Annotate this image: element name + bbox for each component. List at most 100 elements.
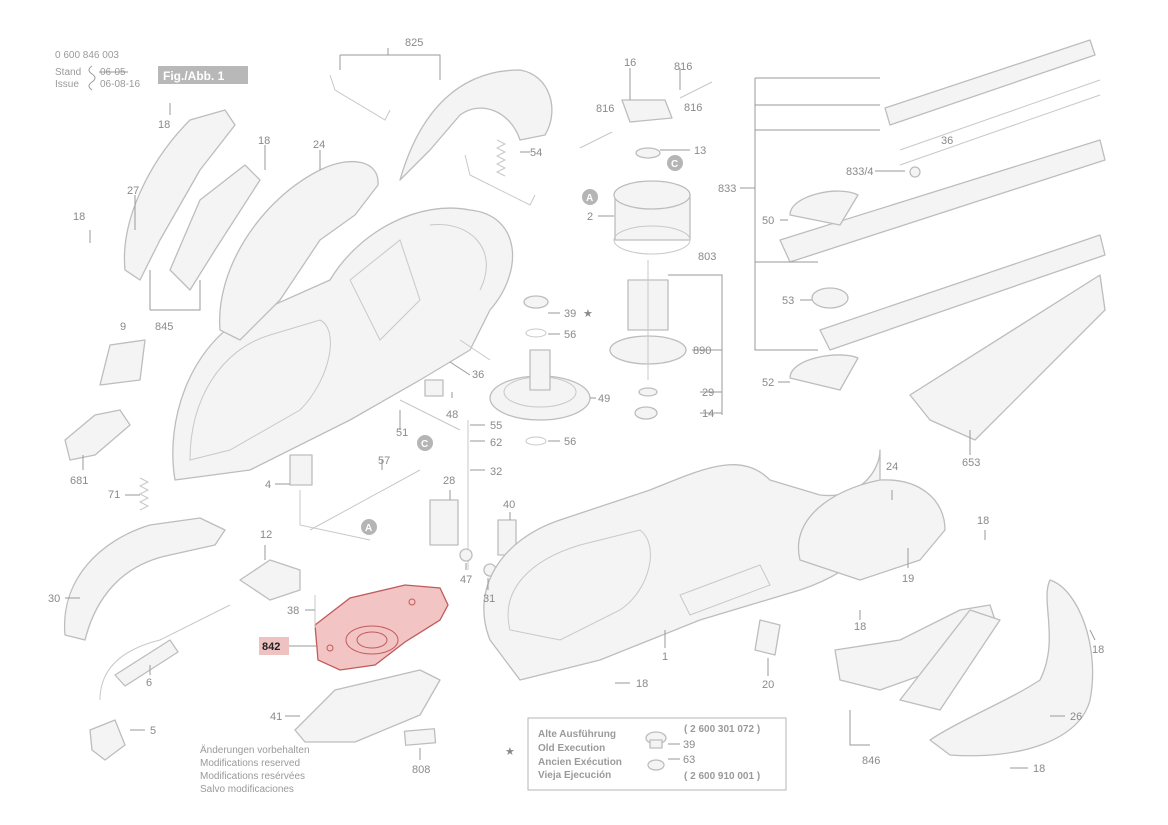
part-label: 18 [977, 515, 989, 527]
part-label: 29 [702, 387, 714, 399]
part-label: 2 [587, 211, 593, 223]
part-label: 803 [698, 251, 716, 263]
part-label: 19 [902, 573, 914, 585]
part-label: 18 [636, 678, 648, 690]
part-label: 24 [886, 461, 898, 473]
part-labels: 825 16 816 816 816 13 54 24 18 18 27 18 … [48, 37, 1104, 776]
header: 0 600 846 003 Stand Issue 06-05 06-08-16… [55, 50, 248, 91]
washer-56-lower [525, 436, 547, 446]
part-label: 681 [70, 475, 88, 487]
washer-29 [638, 387, 658, 397]
part-label: 846 [862, 755, 880, 767]
part-label: 833 [718, 183, 736, 195]
part-label: 18 [854, 621, 866, 633]
clip-846 [899, 609, 1001, 711]
part-label: 62 [490, 437, 502, 449]
legend-box: ★ Alte Ausführung Old Execution Ancien E… [505, 717, 787, 791]
brush-816-right [679, 81, 713, 99]
part-label: 31 [483, 593, 495, 605]
fig-label: Fig./Abb. 1 [163, 69, 225, 83]
part-48 [424, 379, 444, 397]
legend-bushing-new-icon [647, 759, 665, 771]
marker-circle-c [667, 155, 683, 171]
reference-markers: A C C A [361, 155, 683, 535]
part-label: 52 [762, 377, 774, 389]
gear-49 [489, 349, 591, 421]
rod-51 [399, 399, 461, 431]
doc-number: 0 600 846 003 [55, 50, 119, 61]
cover-screw-hole [408, 598, 416, 606]
part-label: 14 [702, 408, 714, 420]
part-label: 5 [150, 725, 156, 737]
field-coil-2 [613, 180, 691, 255]
part-label: 816 [596, 103, 614, 115]
part-label: 890 [693, 345, 711, 357]
legend-line: Vieja Ejecución [538, 770, 611, 781]
highlighted-part-842: 842 [259, 584, 449, 671]
grip-27 [123, 109, 261, 291]
issue-date: 06-08-16 [100, 79, 140, 90]
part-label: 36 [941, 135, 953, 147]
part-label: 27 [127, 185, 139, 197]
part-label: 4 [265, 479, 271, 491]
cover-ring-outer [345, 625, 399, 655]
label-20 [754, 619, 781, 656]
footer-notes: Änderungen vorbehalten Modifications res… [200, 744, 310, 795]
part-label: 6 [146, 677, 152, 689]
handle-825 [329, 69, 553, 206]
part-label: 9 [120, 321, 126, 333]
part-label: 18 [1092, 644, 1104, 656]
spring-54 [495, 139, 507, 177]
legend-frame [527, 717, 787, 791]
spring-71 [138, 477, 150, 511]
marker-c: C [421, 439, 428, 450]
rod-57 [309, 469, 421, 531]
footer-note: Modifications resérvées [200, 771, 305, 782]
label-plate-9 [99, 339, 146, 386]
armature-890 [609, 260, 687, 380]
part-label: 845 [155, 321, 173, 333]
part-label: 32 [490, 466, 502, 478]
label-808 [403, 728, 437, 746]
bearing-13 [635, 147, 661, 159]
part-label: 57 [378, 455, 390, 467]
part-label: 48 [446, 409, 458, 421]
part-label: 20 [762, 679, 774, 691]
bracket-28 [429, 499, 459, 546]
marker-circle-a [582, 189, 598, 205]
marker-circle-a [361, 519, 377, 535]
blade-guard-653 [909, 274, 1106, 441]
part-label: 38 [287, 605, 299, 617]
part-label: 55 [490, 420, 502, 432]
part-label: 18 [1033, 763, 1045, 775]
brace-mark [88, 65, 96, 91]
plate-52 [789, 354, 859, 391]
legend-code-new: ( 2 600 910 001 ) [684, 771, 760, 782]
legend-part: 63 [683, 754, 695, 766]
part-47 [459, 548, 473, 562]
pin-36 [459, 339, 491, 361]
footer-note: Salvo modificaciones [200, 784, 294, 795]
marker-c: C [671, 159, 678, 170]
part-label: 39 [564, 308, 576, 320]
cable-6 [99, 604, 231, 701]
legend-star: ★ [505, 746, 515, 758]
part-label: 28 [443, 475, 455, 487]
legend-line: Ancien Exécution [538, 757, 622, 768]
grip-30 [63, 517, 226, 641]
leader-lines [65, 48, 1096, 769]
legend-part: 39 [683, 739, 695, 751]
switch-4 [289, 454, 313, 486]
part-label: 56 [564, 436, 576, 448]
washer-56-upper [525, 328, 547, 338]
part-label: 16 [624, 57, 636, 69]
part-label: 816 [674, 61, 692, 73]
wire-4 [299, 490, 371, 541]
star-mark: ★ [583, 308, 593, 320]
bearing-14 [634, 406, 658, 420]
ring-53 [811, 287, 849, 309]
marker-circle-c [417, 435, 433, 451]
part-label: 50 [762, 215, 774, 227]
cover-screw-hole [326, 644, 334, 652]
label-842-box [259, 637, 289, 655]
